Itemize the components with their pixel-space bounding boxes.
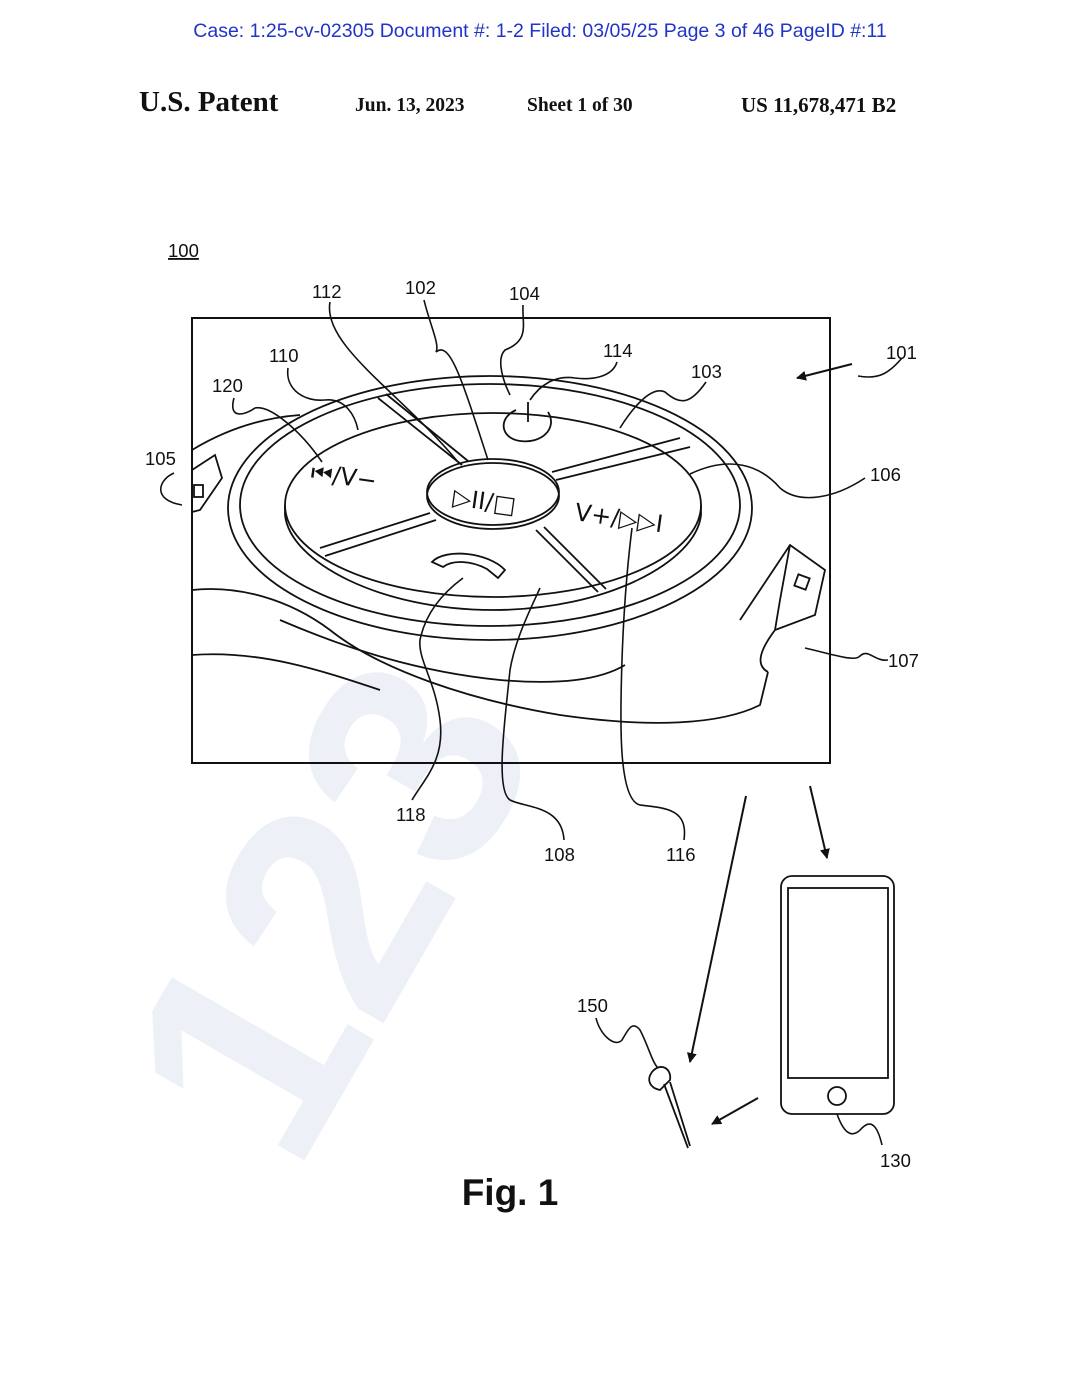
ref-105: 105 — [145, 448, 176, 469]
button-label-next: V+/▷▷I — [573, 498, 665, 538]
ref-103: 103 — [691, 361, 722, 382]
button-label-center: ▷II/□ — [451, 483, 518, 520]
ref-102: 102 — [405, 277, 436, 298]
earphone — [648, 1066, 672, 1091]
ref-110: 110 — [269, 345, 299, 366]
phone-icon — [430, 552, 507, 580]
figure-frame — [191, 317, 831, 764]
ref-118: 118 — [396, 804, 426, 825]
ref-101: 101 — [886, 342, 917, 363]
arrows — [686, 363, 853, 1125]
watermark: 123 — [59, 607, 600, 1208]
ref-116: 116 — [666, 844, 696, 865]
patent-title: U.S. Patent — [139, 86, 279, 118]
case-header: Case: 1:25-cv-02305 Document #: 1-2 File… — [193, 20, 887, 42]
patent-date: Jun. 13, 2023 — [355, 95, 465, 116]
ref-100: 100 — [168, 240, 199, 261]
ref-108: 108 — [544, 844, 575, 865]
patent-number: US 11,678,471 B2 — [741, 93, 897, 117]
ref-130: 130 — [880, 1150, 911, 1171]
ref-107: 107 — [888, 650, 919, 671]
ref-120: 120 — [212, 375, 243, 396]
ref-106: 106 — [870, 464, 901, 485]
ref-112: 112 — [312, 281, 342, 302]
ref-114: 114 — [603, 340, 633, 361]
patent-header: U.S. Patent Jun. 13, 2023 Sheet 1 of 30 … — [0, 86, 1080, 126]
figure-caption: Fig. 1 — [461, 1172, 559, 1213]
power-icon — [502, 409, 552, 443]
sheet-number: Sheet 1 of 30 — [527, 95, 633, 116]
button-label-prev: ⏮/V− — [309, 458, 378, 495]
leader-lines — [160, 299, 903, 1146]
reference-numerals: 100 112 102 104 114 103 101 110 120 105 … — [145, 240, 919, 1171]
ref-150: 150 — [577, 995, 608, 1016]
ref-104: 104 — [509, 283, 540, 304]
wearable-device — [191, 375, 895, 1149]
